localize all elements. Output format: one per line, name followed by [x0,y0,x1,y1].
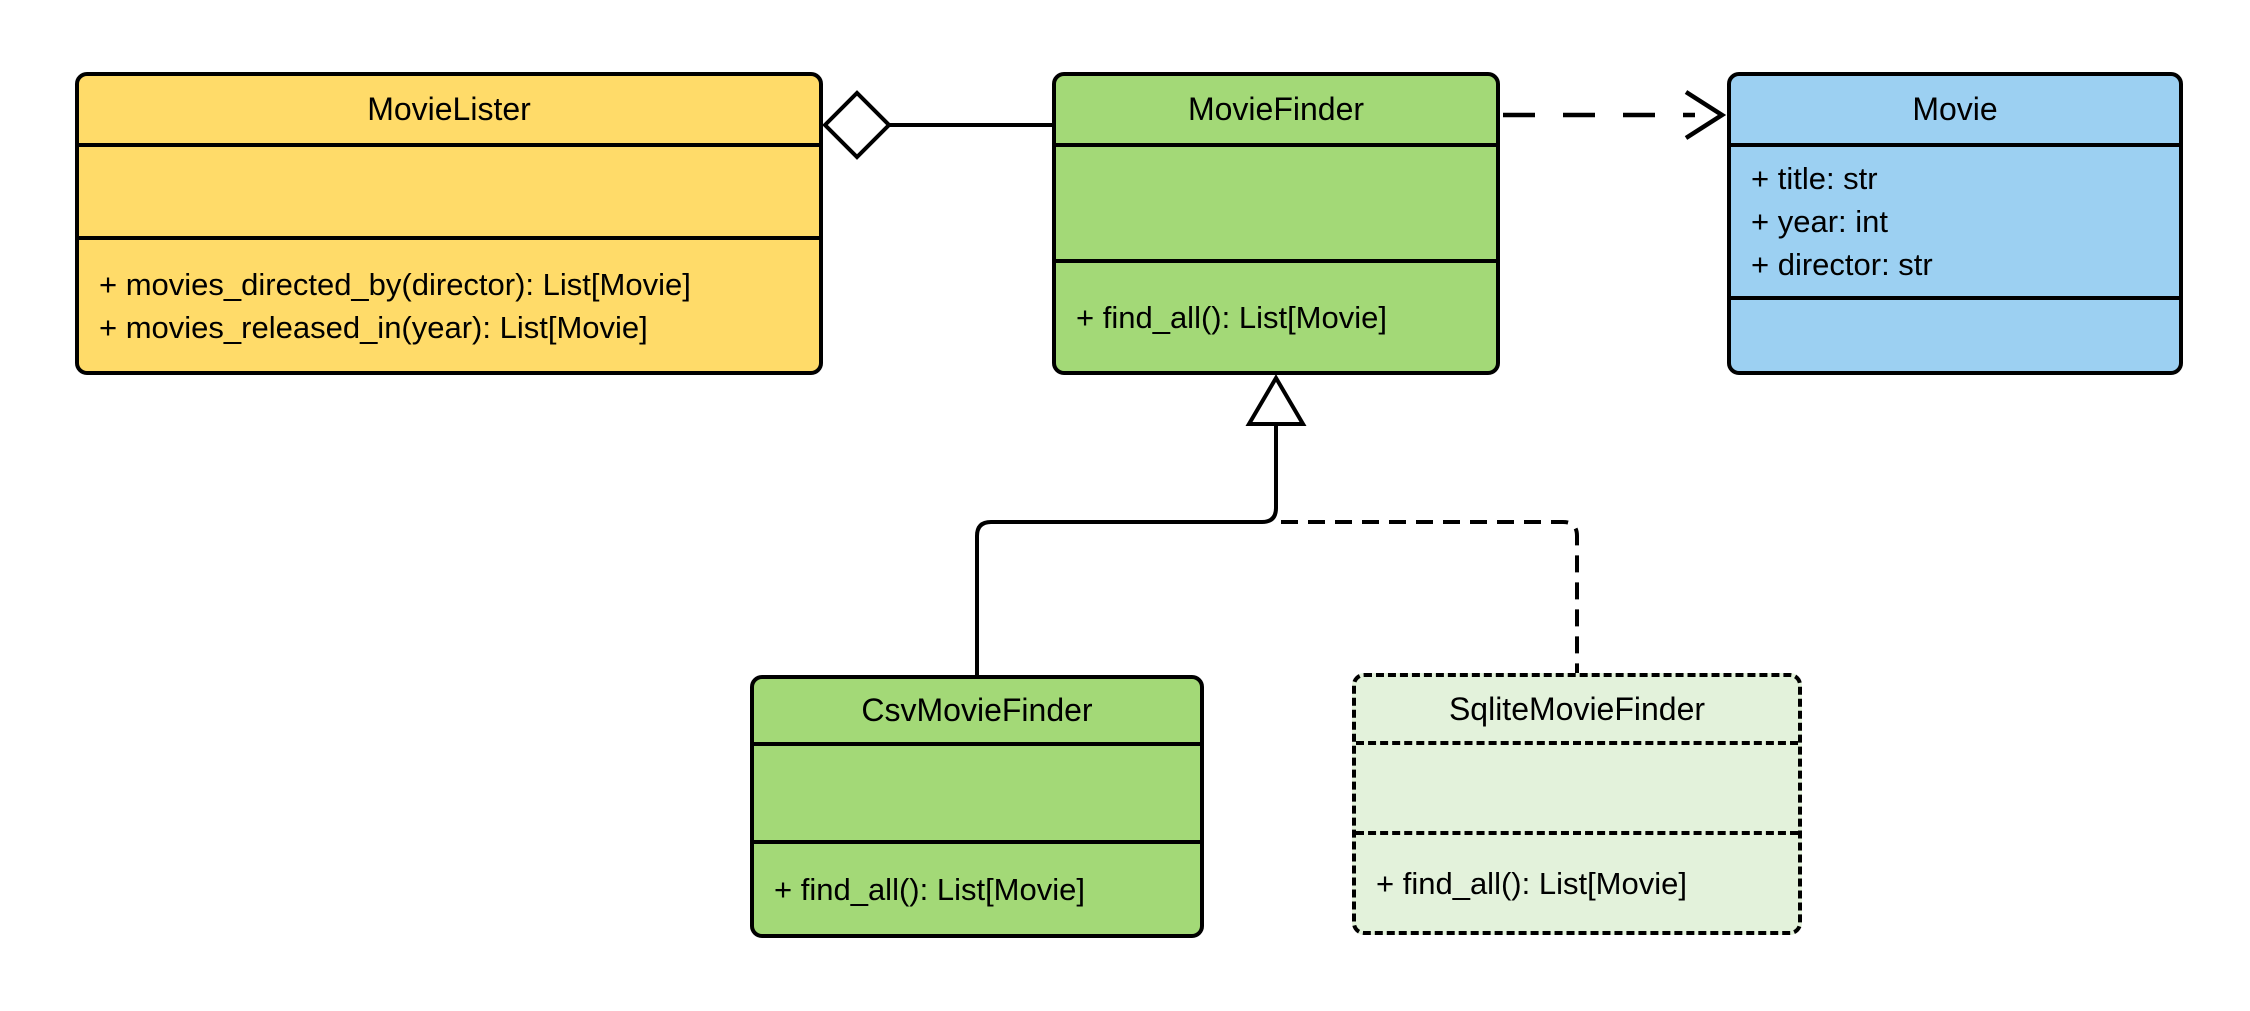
class-movielister-attributes [79,143,819,236]
method: + find_all(): List[Movie] [1376,865,1687,901]
class-sqlitemoviefinder-attributes [1356,741,1798,831]
class-moviefinder-title: MovieFinder [1056,76,1496,143]
class-movie-methods [1731,296,2179,371]
class-movielister: MovieLister + movies_directed_by(directo… [75,72,823,375]
class-movielister-title: MovieLister [79,76,819,143]
class-movie-title: Movie [1731,76,2179,143]
class-sqlitemoviefinder-methods: + find_all(): List[Movie] [1356,831,1798,931]
aggregation-connector [822,90,1052,160]
attribute: + year: int [1751,204,1888,239]
attribute: + title: str [1751,161,1878,196]
class-name: MovieLister [367,91,531,127]
dependency-connector [1503,90,1727,140]
method: + find_all(): List[Movie] [1076,299,1387,335]
method: + find_all(): List[Movie] [774,871,1085,907]
class-movie: Movie + title: str + year: int + directo… [1727,72,2183,375]
class-moviefinder-attributes [1056,143,1496,259]
class-sqlitemoviefinder: SqliteMovieFinder + find_all(): List[Mov… [1352,673,1802,935]
class-movie-attributes: + title: str + year: int + director: str [1731,143,2179,296]
generalization-line-dashed [1281,520,1579,673]
method: + movies_directed_by(director): List[Mov… [99,266,691,302]
class-csvmoviefinder-title: CsvMovieFinder [754,679,1200,742]
class-name: Movie [1912,91,1998,127]
generalization-line-solid [975,424,1278,675]
class-csvmoviefinder: CsvMovieFinder + find_all(): List[Movie] [750,675,1204,938]
class-csvmoviefinder-attributes [754,742,1200,840]
class-csvmoviefinder-methods: + find_all(): List[Movie] [754,840,1200,934]
class-movielister-methods: + movies_directed_by(director): List[Mov… [79,236,819,371]
dependency-arrowhead-icon [1684,90,1727,140]
class-moviefinder: MovieFinder + find_all(): List[Movie] [1052,72,1500,375]
class-name: MovieFinder [1187,91,1365,127]
class-sqlitemoviefinder-title: SqliteMovieFinder [1356,677,1798,741]
aggregation-diamond-icon [822,90,892,160]
class-name: SqliteMovieFinder [1448,690,1706,727]
generalization-triangle-icon [1245,374,1307,426]
class-name: CsvMovieFinder [861,692,1093,728]
attribute: + director: str [1751,247,1933,282]
class-moviefinder-methods: + find_all(): List[Movie] [1056,259,1496,371]
method: + movies_released_in(year): List[Movie] [99,309,648,345]
